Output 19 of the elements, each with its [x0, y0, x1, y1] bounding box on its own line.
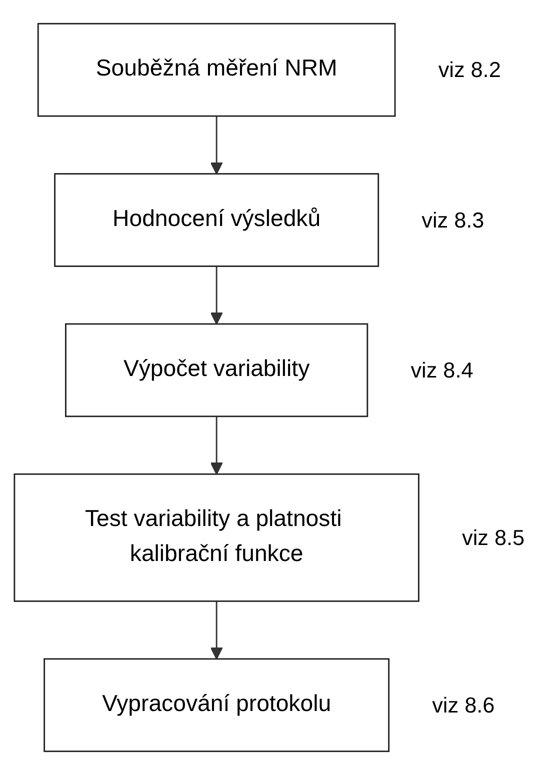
arrow [210, 416, 223, 475]
arrow [210, 266, 223, 325]
node-label: Test variability a platnosti kalibrační funkce [84, 507, 342, 567]
process-box [54, 173, 380, 267]
section-reference: viz 8.4 [410, 357, 474, 382]
process-box [37, 22, 396, 117]
section-reference: viz 8.2 [438, 57, 501, 82]
section-reference: viz 8.5 [462, 524, 525, 550]
process-box [14, 473, 420, 602]
node-label: Výpočet variability [123, 357, 310, 382]
process-box [65, 323, 368, 418]
arrow [210, 601, 223, 660]
node-label: Vypracování protokolu [102, 692, 332, 717]
node-label: Hodnocení výsledků [112, 207, 321, 232]
arrow [210, 116, 223, 174]
section-reference: viz 8.6 [432, 692, 495, 718]
section-reference: viz 8.3 [422, 207, 484, 232]
node-label: Souběžná měření NRM [96, 56, 338, 82]
process-box [44, 658, 390, 752]
